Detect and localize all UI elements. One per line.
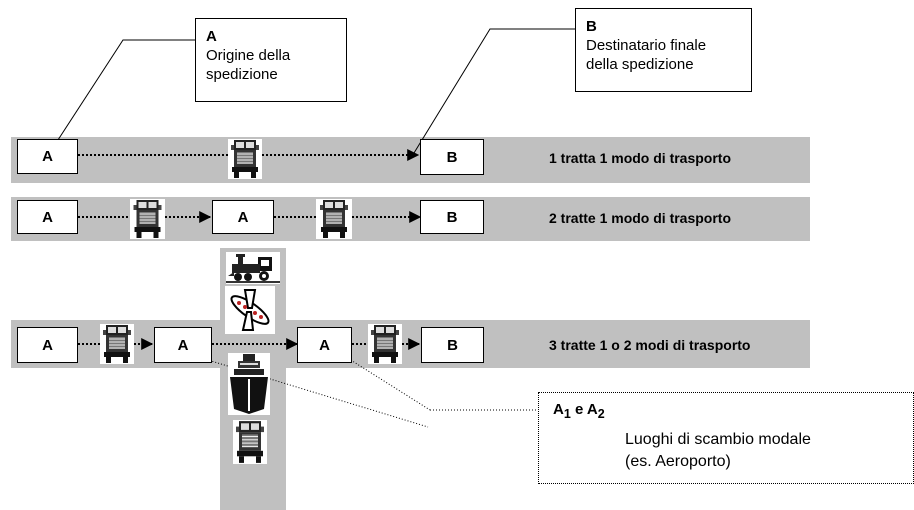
legend-head-b: A bbox=[586, 401, 598, 418]
row2-node-origin: A bbox=[17, 200, 78, 234]
row3-node-origin: A bbox=[17, 327, 78, 363]
truck-icon bbox=[228, 139, 262, 179]
destination-callout: B Destinatario finale della spedizione bbox=[575, 8, 752, 92]
legend-box: A1 e A2 Luoghi di scambio modale (es. Ae… bbox=[538, 392, 914, 484]
legend-title: A1 e A2 bbox=[553, 401, 605, 421]
row1-node-destination: B bbox=[420, 139, 484, 175]
truck-icon bbox=[368, 324, 402, 364]
truck-icon bbox=[233, 420, 267, 464]
row2-node-destination: B bbox=[420, 200, 484, 234]
destination-callout-line1: Destinatario finale bbox=[586, 37, 707, 54]
legend-conj: e bbox=[570, 401, 587, 418]
legend-sub-1: 1 bbox=[563, 407, 571, 421]
origin-callout: A Origine della spedizione bbox=[195, 18, 347, 102]
destination-callout-letter: B bbox=[586, 18, 597, 35]
row1-node-origin: A bbox=[17, 139, 78, 174]
legend-leader-a2 bbox=[337, 351, 431, 411]
row2-node-intermediate: A bbox=[212, 200, 274, 234]
legend-line2: (es. Aeroporto) bbox=[625, 453, 731, 470]
origin-callout-letter: A bbox=[206, 28, 217, 45]
truck-icon bbox=[316, 199, 352, 239]
destination-leader-line bbox=[413, 28, 575, 154]
ship-icon bbox=[228, 353, 270, 415]
destination-callout-line2: della spedizione bbox=[586, 56, 694, 73]
row3-node-exchange-2: A bbox=[297, 327, 352, 363]
origin-callout-line2: spedizione bbox=[206, 66, 278, 83]
train-icon bbox=[226, 252, 280, 284]
legend-line1: Luoghi di scambio modale bbox=[625, 431, 811, 448]
row2-label: 2 tratte 1 modo di trasporto bbox=[549, 210, 732, 226]
row1-label: 1 tratta 1 modo di trasporto bbox=[549, 150, 732, 166]
row3-node-destination: B bbox=[421, 327, 484, 363]
truck-icon bbox=[130, 199, 165, 239]
origin-leader-line bbox=[55, 39, 195, 144]
origin-callout-line1: Origine della bbox=[206, 47, 291, 64]
legend-sub-2: 2 bbox=[597, 407, 605, 421]
legend-head-a: A bbox=[553, 401, 564, 418]
truck-icon bbox=[100, 324, 134, 364]
airplane-icon bbox=[225, 286, 275, 334]
row3-node-exchange-1: A bbox=[154, 327, 212, 363]
row3-label: 3 tratte 1 o 2 modi di trasporto bbox=[549, 337, 751, 353]
legend-leader-a1 bbox=[197, 356, 429, 428]
